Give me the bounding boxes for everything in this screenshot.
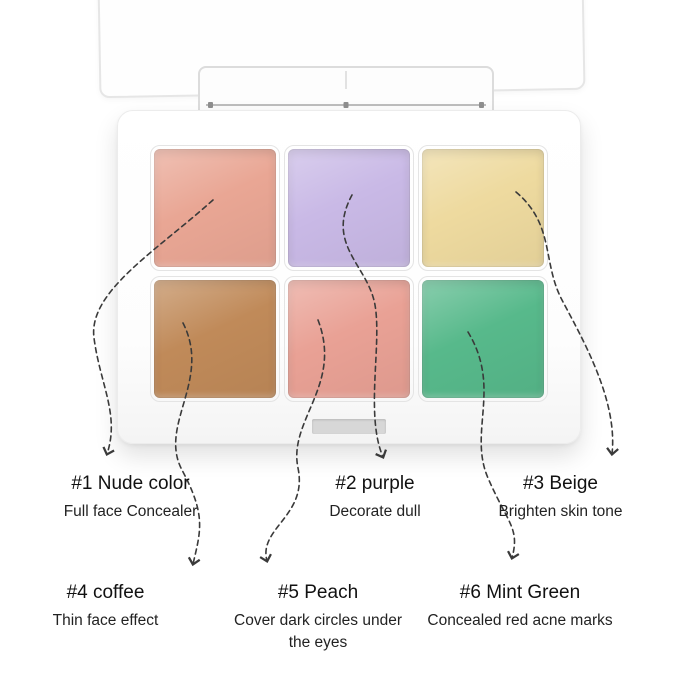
label-subtitle: Full face Concealer <box>63 502 198 520</box>
label-title: #1 Nude color <box>71 473 190 494</box>
label-coffee: #4 coffee Thin face effect <box>23 580 188 632</box>
label-purple: #2 purple Decorate dull <box>295 471 455 523</box>
pan-beige <box>418 145 548 271</box>
pan-grid <box>150 145 548 402</box>
clasp-seam <box>345 71 347 89</box>
label-nude-color: #1 Nude color Full face Concealer <box>38 471 223 523</box>
label-subtitle: Concealed red acne marks <box>427 611 613 629</box>
pan-peach <box>284 276 414 402</box>
pan-mint-green <box>418 276 548 402</box>
lid-latch-notch <box>312 419 386 434</box>
pan-coffee <box>150 276 280 402</box>
label-title: #6 Mint Green <box>459 582 581 603</box>
concealer-palette-base <box>117 110 581 444</box>
label-subtitle: Thin face effect <box>52 611 159 629</box>
hinge-pin-center <box>343 102 349 108</box>
label-title: #4 coffee <box>66 582 145 603</box>
label-mint-green: #6 Mint Green Concealed red acne marks <box>405 580 635 632</box>
label-title: #2 purple <box>335 473 415 494</box>
label-subtitle: Brighten skin tone <box>498 502 623 520</box>
label-title: #5 Peach <box>277 582 359 603</box>
hinge-pin-end-right <box>479 102 484 108</box>
label-title: #3 Beige <box>522 473 598 494</box>
label-subtitle: Decorate dull <box>329 502 421 520</box>
label-beige: #3 Beige Brighten skin tone <box>468 471 653 523</box>
label-peach: #5 Peach Cover dark circles under the ey… <box>233 580 403 655</box>
label-subtitle: Cover dark circles under the eyes <box>234 611 402 652</box>
pan-purple <box>284 145 414 271</box>
pan-nude-color <box>150 145 280 271</box>
hinge-pin-end-left <box>208 102 213 108</box>
